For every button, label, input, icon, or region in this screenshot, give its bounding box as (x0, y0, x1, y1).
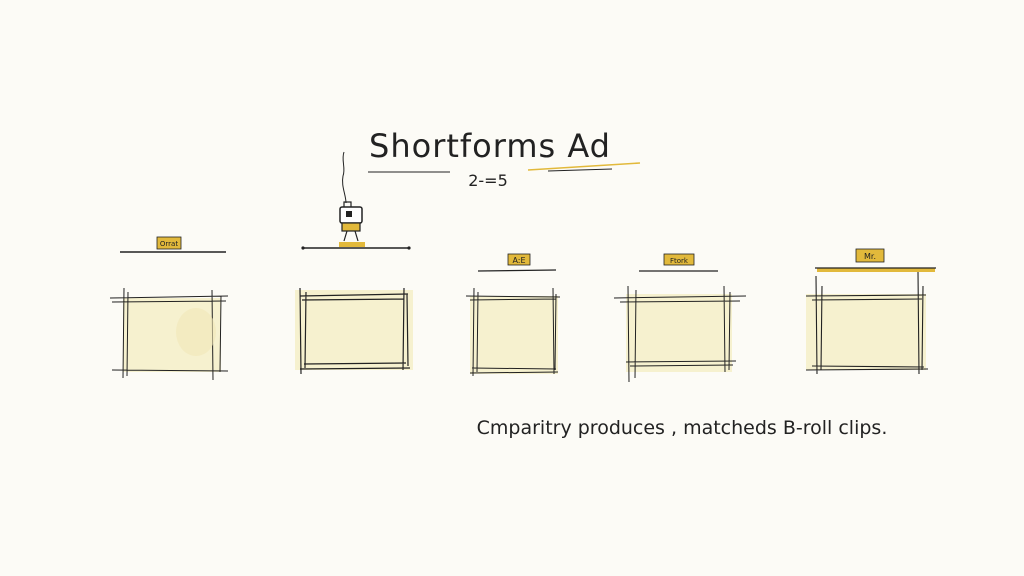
panel-tag-3 (507, 253, 531, 266)
panel-frame-2 (295, 290, 413, 370)
diagram-title: Shortforms Ad (369, 127, 611, 165)
panel-tag-5 (855, 248, 885, 263)
panel-frame-3 (470, 296, 558, 374)
title-rule-right-ink (547, 168, 613, 172)
storyboard-panel-3: A:E (465, 253, 561, 377)
storyboard-panel-4: Ftork (613, 253, 747, 383)
panel-frame-5 (806, 294, 926, 370)
storyboard-panel-2 (295, 242, 413, 375)
storyboard-panel-1: Orrat (109, 236, 229, 381)
panel-frame-4 (626, 294, 732, 372)
title-rule-right (527, 162, 641, 171)
panel-tag-2 (339, 242, 365, 247)
panel-tag-label-3: A:E (512, 256, 525, 265)
panel-tag-label-4: Ftork (670, 257, 689, 265)
panel-tag-label-5: Mr. (864, 252, 876, 261)
diagram-subtitle: 2-=5 (468, 171, 508, 190)
panel-tag-4 (663, 253, 695, 266)
robot-icon (339, 151, 363, 242)
caption-text: Cmparitry produces , matcheds B-roll cli… (477, 417, 888, 439)
panel-tag-label-1: Orrat (160, 240, 178, 248)
panel-tag-1 (156, 236, 182, 250)
storyboard-panel-5: Mr. (805, 248, 936, 375)
